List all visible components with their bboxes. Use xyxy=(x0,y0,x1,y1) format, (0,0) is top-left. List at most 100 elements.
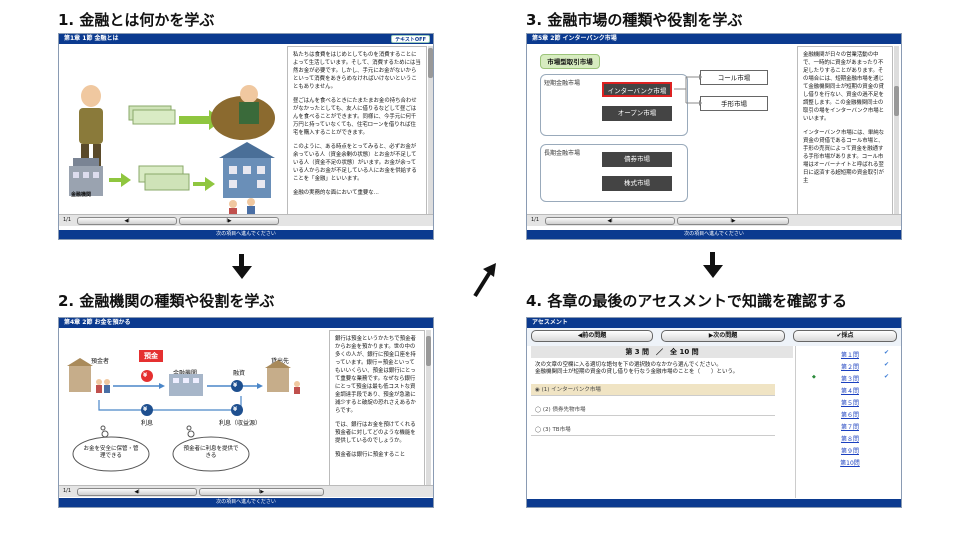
scrollbar[interactable] xyxy=(894,46,899,216)
down-arrow-icon xyxy=(232,254,252,279)
page-indicator: 1/1 xyxy=(531,217,540,223)
scrollbar-thumb[interactable] xyxy=(428,48,433,78)
financing-illustration xyxy=(69,85,275,218)
question-link-8[interactable]: 第８問 xyxy=(840,436,859,443)
scrollbar[interactable] xyxy=(428,46,433,216)
loan-label: 融資 xyxy=(233,370,246,377)
question-link-6[interactable]: 第６問 xyxy=(840,412,859,419)
answered-check-icon: ✔ xyxy=(884,361,890,368)
connector-lines xyxy=(674,74,702,106)
next-question-button[interactable]: ▶次の問題 xyxy=(661,330,785,342)
up-right-arrow-icon xyxy=(473,263,496,298)
call-market-box: コール市場 xyxy=(700,70,768,85)
explanation-text-panel: 銀行は預金というかたちで預金者からお金を預かります。世の中の多くの人が、銀行に預… xyxy=(329,330,425,486)
footer-bar xyxy=(527,499,901,507)
deposit-badge: 預金 xyxy=(139,350,163,362)
page-nav: 1/1 ◀I I▶ xyxy=(59,214,433,226)
benefit-bubble-interest: 預金者に利息を提供できる xyxy=(183,446,239,459)
page-indicator: 1/1 xyxy=(63,488,72,494)
yen-icon: ¥ xyxy=(143,372,148,379)
bond-market-box: 債券市場 xyxy=(602,152,672,167)
long-term-group xyxy=(540,144,688,202)
question-link-3[interactable]: 第３問 xyxy=(840,376,859,383)
question-text: 次の文章の空欄に入る適切な語句を下の選択肢のなかから選んでください。 金融機関同… xyxy=(535,362,739,375)
screen-header: 第5章 2節 インターバンク市場 xyxy=(527,34,901,44)
screen-assessment: アセスメント ◀前の問題 ▶次の問題 ✔採点 第 3 問 ／ 全 10 問 次の… xyxy=(526,317,902,508)
question-counter: 第 3 問 ／ 全 10 問 xyxy=(531,346,793,358)
yen-icon: ¥ xyxy=(233,382,238,389)
paragraph: このように、ある時点をとってみると、必ずお金が余っている人（資金余剰の状態）とお… xyxy=(293,144,417,182)
financial-institution-label: 金融機関 xyxy=(173,370,198,377)
prev-page-button[interactable]: ◀I xyxy=(545,217,675,225)
long-term-label: 長期金融市場 xyxy=(544,150,581,157)
depositor-label: 預金者 xyxy=(91,358,110,365)
caption-step-4: 4. 各章の最後のアセスメントで知識を確認する xyxy=(526,292,848,310)
question-link-9[interactable]: 第９問 xyxy=(840,448,859,455)
page-nav: 1/1 ◀I I▶ xyxy=(527,214,901,226)
page-nav: 1/1 ◀I I▶ xyxy=(59,485,433,497)
financial-institution-label: 金融機関 xyxy=(71,192,92,198)
radio-selected-icon: ◉ xyxy=(535,387,542,393)
screen-financial-basics: 第1章 1節 金融とはテキストOFF 金融機関 私たちは食費をはじめとしてものを… xyxy=(58,33,434,240)
current-question-icon: ◆ xyxy=(812,374,816,380)
open-market-box: オープン市場 xyxy=(602,106,672,121)
question-link-7[interactable]: 第７問 xyxy=(840,424,859,431)
next-page-button[interactable]: I▶ xyxy=(677,217,789,225)
down-arrow-icon xyxy=(703,252,723,278)
answer-options: ◉ (1) インターバンク市場 ◯ (2) 債券先物市場 ◯ (3) TB市場 xyxy=(531,384,775,466)
caption-step-3: 3. 金融市場の種類や役割を学ぶ xyxy=(526,11,743,29)
page-indicator: 1/1 xyxy=(63,217,72,223)
answer-option-2[interactable]: ◯ (2) 債券先物市場 xyxy=(531,404,775,416)
interbank-market-box: インターバンク市場 xyxy=(602,82,672,97)
scrollbar[interactable] xyxy=(426,330,431,486)
answered-check-icon: ✔ xyxy=(884,373,890,380)
market-type-label: 市場型取引市場 xyxy=(540,54,600,69)
question-link-1[interactable]: 第１問 xyxy=(840,352,859,359)
yen-icon: ¥ xyxy=(233,406,238,413)
question-list: 第１問 第２問 第３問 第４問 第５問 第６問 第７問 第８問 第９問 第10問… xyxy=(795,346,897,498)
paragraph: 私たちは食費をはじめとしてものを消費することによって生活しています。そして、消費… xyxy=(293,52,421,90)
paragraph: 預金者は銀行に預金すること xyxy=(335,452,406,458)
question-link-2[interactable]: 第２問 xyxy=(840,364,859,371)
answer-option-3[interactable]: ◯ (3) TB市場 xyxy=(531,424,775,436)
grade-button[interactable]: ✔採点 xyxy=(793,330,897,342)
question-link-4[interactable]: 第４問 xyxy=(840,388,859,395)
paragraph: 金融機関が日々の営業活動の中で、一時的に資金があまったり不足したりすることがあり… xyxy=(803,52,885,122)
flow-graphics xyxy=(67,358,300,472)
next-page-button[interactable]: I▶ xyxy=(179,217,279,225)
market-diagram: 市場型取引市場 短期金融市場 インターバンク市場 オープン市場 コール市場 手形… xyxy=(532,48,792,212)
bill-market-box: 手形市場 xyxy=(700,96,768,111)
scrollbar-thumb[interactable] xyxy=(894,86,899,116)
explanation-text-panel: 私たちは食費をはじめとしてものを消費することによって生活しています。そして、消費… xyxy=(287,46,427,216)
short-term-group xyxy=(540,74,688,136)
question-link-5[interactable]: 第５問 xyxy=(840,400,859,407)
scrollbar-thumb[interactable] xyxy=(426,336,431,366)
next-item-footer[interactable]: 次の項目へ進んでください xyxy=(59,230,433,239)
prev-page-button[interactable]: ◀I xyxy=(77,217,177,225)
screen-header: 第4章 2節 お金を預かる xyxy=(59,318,433,328)
caption-step-2: 2. 金融機関の種類や役割を学ぶ xyxy=(58,292,275,310)
answer-option-1[interactable]: ◉ (1) インターバンク市場 xyxy=(531,384,775,396)
question-link-10[interactable]: 第10問 xyxy=(840,460,860,467)
interest-revenue-label: 利息（収益源） xyxy=(219,420,262,427)
prev-question-button[interactable]: ◀前の問題 xyxy=(531,330,653,342)
next-page-button[interactable]: I▶ xyxy=(199,488,324,496)
benefit-bubble-safekeeping: お金を安全に保管・管理できる xyxy=(83,446,139,459)
stock-market-box: 株式市場 xyxy=(602,176,672,191)
paragraph: 昼ごはんを食べるときにたまたまお金の持ち合わせがなかったとしても、友人に借りるな… xyxy=(293,98,417,136)
screen-financial-markets: 第5章 2節 インターバンク市場 市場型取引市場 短期金融市場 インターバンク市… xyxy=(526,33,902,240)
paragraph: では、銀行はお金を預けてくれる預金者に対してどのような機能を提供しているのでしょ… xyxy=(335,422,416,444)
deposit-flow-diagram: 預金者 預金 金融機関 融資 貸出先 ¥ ¥ ¥ ¥ 利息 利息（収益源） xyxy=(61,330,323,482)
next-item-footer[interactable]: 次の項目へ進んでください xyxy=(527,230,901,239)
next-item-footer[interactable]: 次の項目へ進んでください xyxy=(59,498,433,507)
radio-icon: ◯ xyxy=(535,427,543,433)
caption-step-1: 1. 金融とは何かを学ぶ xyxy=(58,11,215,29)
text-toggle-button[interactable]: テキストOFF xyxy=(391,35,430,43)
screen-header: 第1章 1節 金融とはテキストOFF xyxy=(59,34,433,44)
prev-page-button[interactable]: ◀I xyxy=(77,488,197,496)
paragraph: 銀行は預金というかたちで預金者からお金を預かります。世の中の多くの人が、銀行に預… xyxy=(335,336,416,414)
explanation-text-panel: 金融機関が日々の営業活動の中で、一時的に資金があまったり不足したりすることがあり… xyxy=(797,46,893,216)
screen-header: アセスメント xyxy=(527,318,901,328)
short-term-label: 短期金融市場 xyxy=(544,80,581,87)
radio-icon: ◯ xyxy=(535,407,543,413)
